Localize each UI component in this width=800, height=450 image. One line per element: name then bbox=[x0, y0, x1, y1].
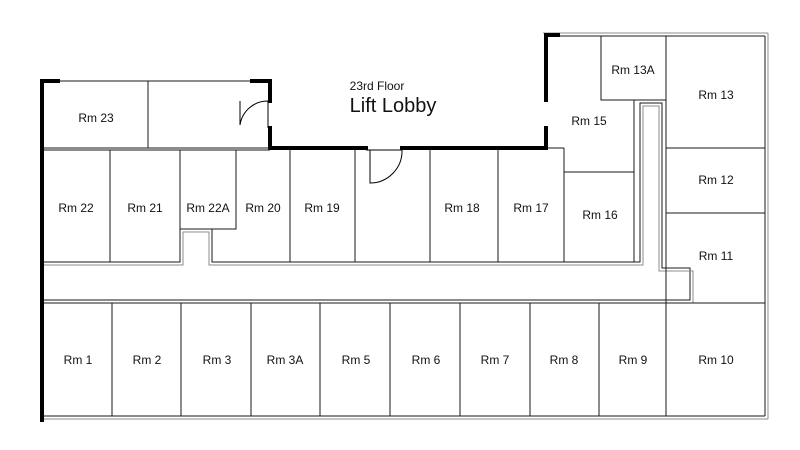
floor-label: 23rd Floor bbox=[350, 79, 405, 93]
room-label-rm7: Rm 7 bbox=[481, 353, 510, 367]
wall-corridor-outline-inner bbox=[44, 105, 694, 304]
lobby-label: Lift Lobby bbox=[350, 95, 437, 117]
room-label-rm20: Rm 20 bbox=[245, 201, 281, 215]
door-lobby-west bbox=[239, 100, 269, 128]
room-label-rm12: Rm 12 bbox=[698, 173, 734, 187]
room-label-rm18: Rm 18 bbox=[444, 201, 480, 215]
room-label-rm1: Rm 1 bbox=[64, 353, 93, 367]
room-label-rm10: Rm 10 bbox=[698, 353, 734, 367]
room-label-rm16: Rm 16 bbox=[582, 208, 618, 222]
wall-lobby-left-top bbox=[250, 79, 272, 103]
room-label-rm6: Rm 6 bbox=[412, 353, 441, 367]
room-label-rm13: Rm 13 bbox=[698, 88, 734, 102]
wall-left-thick bbox=[40, 79, 60, 422]
wall-rm13a bbox=[600, 36, 667, 101]
room-labels: Rm 23 Rm 22 Rm 21 Rm 22A Rm 20 Rm 19 Rm … bbox=[58, 63, 734, 367]
room-label-rm19: Rm 19 bbox=[304, 201, 340, 215]
room-label-rm5: Rm 5 bbox=[342, 353, 371, 367]
north-room-walls bbox=[44, 36, 765, 304]
structural-walls bbox=[40, 33, 560, 422]
room-label-rm13a: Rm 13A bbox=[611, 63, 654, 77]
wall-lobby-bottom-right bbox=[400, 126, 548, 150]
room-label-rm21: Rm 21 bbox=[127, 201, 163, 215]
room-label-rm22: Rm 22 bbox=[58, 201, 94, 215]
room-label-rm3: Rm 3 bbox=[203, 353, 232, 367]
room-label-rm11: Rm 11 bbox=[699, 249, 734, 263]
wall-lobby-right bbox=[544, 33, 560, 102]
room-label-rm15: Rm 15 bbox=[571, 114, 607, 128]
door-lobby-south bbox=[366, 149, 403, 184]
doors bbox=[239, 100, 403, 184]
room-label-rm3a: Rm 3A bbox=[267, 353, 304, 367]
wall-corridor-outline bbox=[44, 102, 691, 301]
room-label-rm17: Rm 17 bbox=[513, 201, 549, 215]
outer-walls bbox=[42, 32, 769, 420]
room-label-rm23: Rm 23 bbox=[78, 111, 114, 125]
room-label-rm8: Rm 8 bbox=[550, 353, 579, 367]
wall-rm22a-rm20 bbox=[212, 150, 237, 230]
room-label-rm9: Rm 9 bbox=[619, 353, 648, 367]
south-room-walls bbox=[44, 302, 765, 416]
room-label-rm2: Rm 2 bbox=[133, 353, 162, 367]
wall-lobby-bottom-left bbox=[268, 126, 368, 150]
room-label-rm22a: Rm 22A bbox=[186, 201, 229, 215]
